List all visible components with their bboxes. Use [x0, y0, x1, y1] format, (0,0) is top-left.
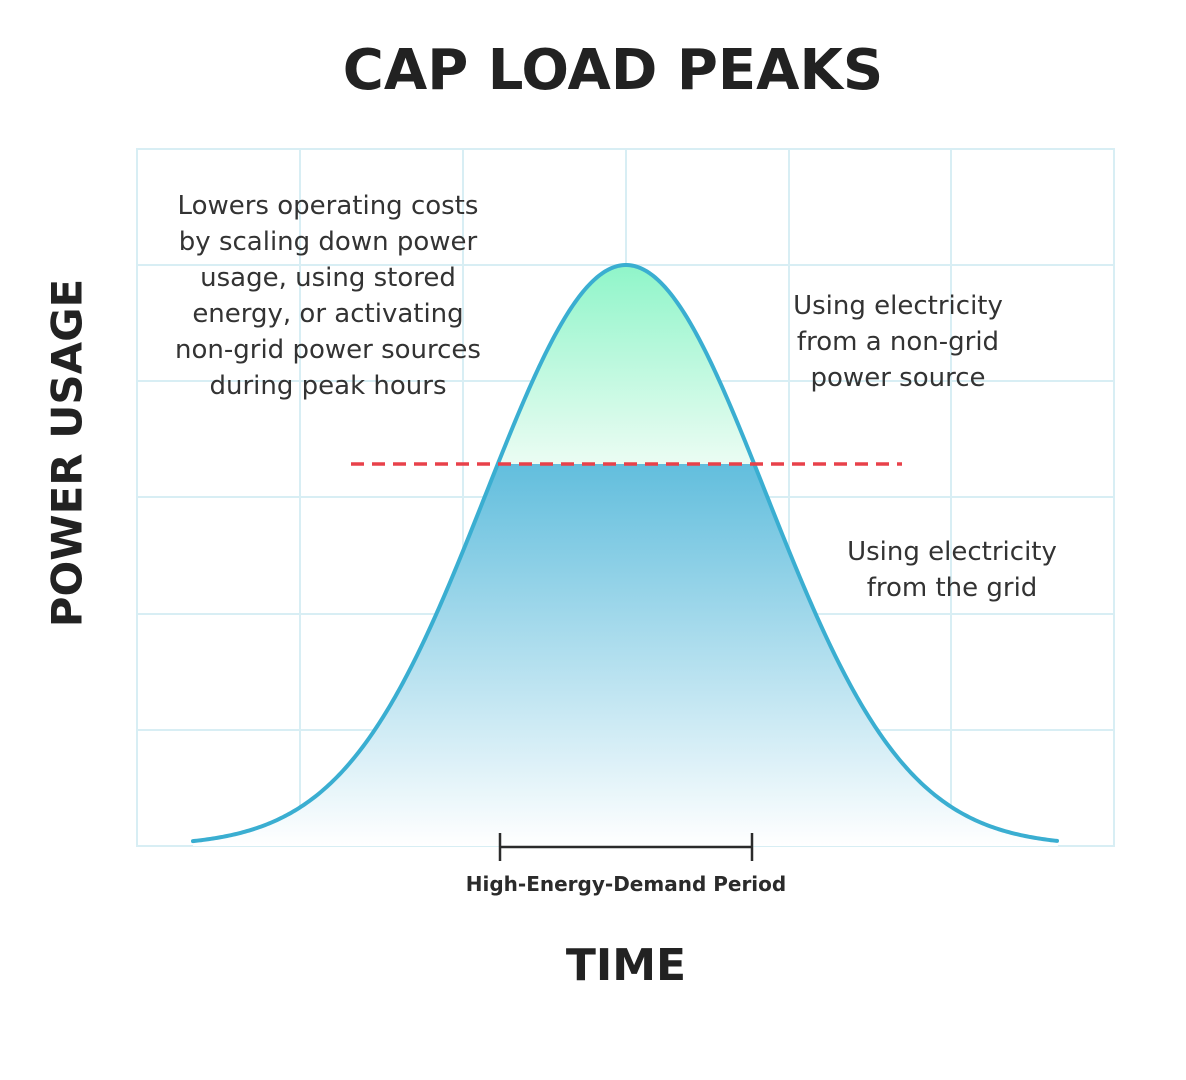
- fill-grid-power-area: [193, 464, 1058, 846]
- annotation-grid-power: Using electricity from the grid: [847, 537, 1057, 603]
- y-axis-label: POWER USAGE: [42, 278, 92, 628]
- power-usage-curve: [191, 263, 1059, 844]
- peak-fill-non-grid-area: [497, 265, 755, 464]
- x-axis-label: TIME: [565, 940, 687, 991]
- annotation-cap-load-benefit: Lowers operating costs by scaling down p…: [175, 191, 481, 401]
- diagram-title: CAP LOAD PEAKS: [342, 38, 884, 103]
- annotation-non-grid-power: Using electricity from a non-grid power …: [793, 291, 1003, 393]
- high-demand-period-label: High-Energy-Demand Period: [465, 872, 787, 896]
- high-demand-period-bracket: [498, 833, 754, 861]
